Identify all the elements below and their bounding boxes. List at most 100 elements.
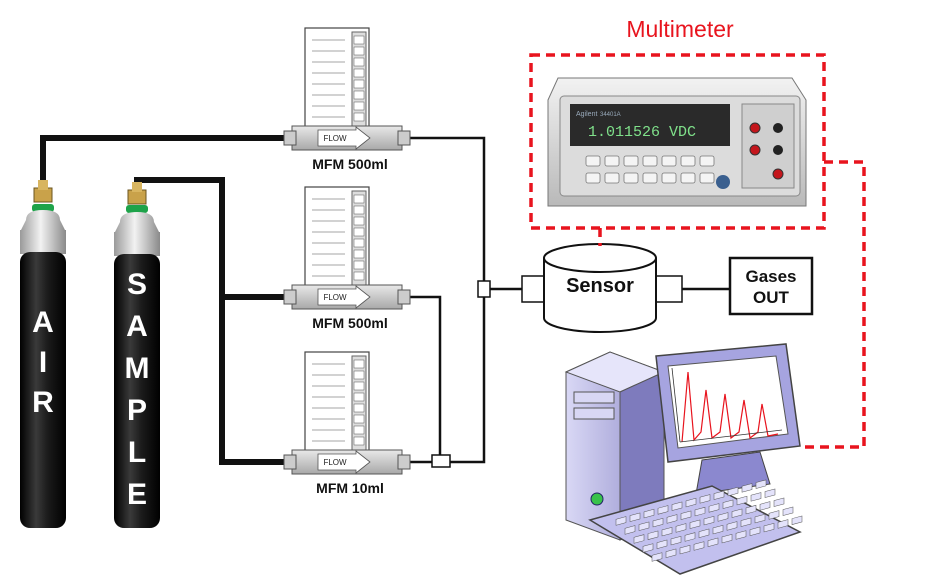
keyboard-key (666, 514, 678, 524)
mass-flow-meter-2: FLOW MFM 500ml (283, 186, 411, 331)
mfm-label: MFM 500ml (312, 315, 387, 331)
power-led (590, 492, 604, 506)
keyboard-key (684, 532, 696, 542)
keyboard-key (764, 488, 776, 498)
power-knob (716, 175, 730, 189)
keyboard-key (707, 537, 719, 547)
multimeter-to-computer-line (800, 160, 866, 449)
computer (564, 343, 803, 575)
keyboard-key (661, 526, 673, 537)
mfm3-outlet-pipe (408, 294, 486, 464)
signal-connections (598, 160, 866, 449)
multimeter-dashed-frame (529, 53, 826, 230)
mfm-label: MFM 500ml (312, 156, 387, 172)
terminal-black-2 (773, 145, 783, 155)
keyboard-key (685, 497, 697, 508)
keyboard-key (665, 548, 677, 558)
keyboard-key (777, 519, 789, 529)
keyboard-key (768, 510, 780, 520)
multimeter-model: 34401A (600, 112, 621, 118)
multimeter-key (680, 155, 696, 167)
keyboard-key (749, 526, 761, 536)
air-supply-pipe (40, 135, 287, 199)
keyboard-key (713, 490, 725, 500)
multimeter-title: Multimeter (626, 16, 734, 42)
mfm2-outlet-pipe (408, 295, 442, 462)
keyboard-key (722, 499, 734, 509)
keyboard-key (755, 479, 767, 489)
multimeter-device: Agilent 1.011526 VDC 34401A (547, 77, 807, 207)
flow-arrow-text: FLOW (323, 293, 347, 302)
gases-out-box: Gases OUT (728, 256, 814, 316)
junction-fitting-bottom (431, 454, 451, 468)
multimeter-key (623, 155, 639, 167)
multimeter-key (699, 172, 715, 184)
keyboard-key (791, 515, 803, 525)
flow-arrow-text: FLOW (323, 134, 347, 143)
keyboard-key (642, 543, 654, 553)
keyboard-key (693, 541, 705, 551)
multimeter-key (680, 172, 696, 184)
keyboard-key (699, 494, 711, 504)
sensor-chamber: Sensor (521, 243, 683, 333)
response-curve (681, 371, 779, 443)
keyboard-key (717, 512, 729, 522)
keyboard-key (657, 505, 669, 515)
keyboard-key (652, 517, 664, 528)
gases-out-line2: OUT (753, 288, 790, 307)
keyboard-key (727, 486, 739, 497)
keyboard-key (721, 533, 733, 544)
keyboard-key (624, 525, 636, 535)
keyboard-key (694, 506, 706, 517)
keyboard-key (736, 495, 748, 506)
terminal-red-2 (749, 144, 761, 156)
terminal-black-1 (773, 123, 783, 133)
keyboard-key (750, 492, 762, 502)
keyboard-key (689, 519, 701, 529)
keyboard-key (629, 512, 641, 522)
multimeter-key (585, 155, 601, 167)
multimeter-buttons (585, 155, 715, 184)
mfm-label: MFM 10ml (316, 480, 384, 496)
keyboard-key (647, 530, 659, 540)
keyboard-key (633, 534, 645, 544)
gases-out-line1: Gases (745, 267, 796, 286)
keyboard-key (773, 497, 785, 507)
multimeter-key (585, 172, 601, 184)
keyboard-key (698, 528, 710, 538)
keyboard-key (670, 535, 682, 546)
sensor-label: Sensor (566, 275, 634, 297)
keyboard-key (782, 506, 794, 516)
terminal-red-3 (772, 168, 784, 180)
multimeter-key (661, 155, 677, 167)
junction-fitting-top (477, 280, 491, 298)
keyboard-key (643, 508, 655, 519)
keyboard-key (763, 522, 775, 533)
keyboard-key (671, 501, 683, 511)
keyboard-key (740, 517, 752, 527)
keyboard-key (735, 530, 747, 540)
keyboard-key (731, 508, 743, 518)
mass-flow-meter-1: FLOW MFM 500ml (283, 27, 411, 172)
multimeter-key (699, 155, 715, 167)
keyboard-keys (615, 479, 803, 562)
keyboard-key (726, 521, 738, 531)
keyboard-key (712, 524, 724, 535)
keyboard-key (703, 515, 715, 526)
multimeter-key (642, 155, 658, 167)
keyboard-key (656, 539, 668, 549)
multimeter-key (623, 172, 639, 184)
multimeter-key (661, 172, 677, 184)
multimeter-key (604, 155, 620, 167)
multimeter-readout: 1.011526 VDC (588, 124, 696, 141)
keyboard-key (675, 523, 687, 533)
mfm1-outlet-pipe (408, 136, 486, 285)
multimeter-key (642, 172, 658, 184)
keyboard-key (679, 544, 691, 555)
keyboard-key (708, 503, 720, 513)
keyboard-key (651, 552, 663, 562)
